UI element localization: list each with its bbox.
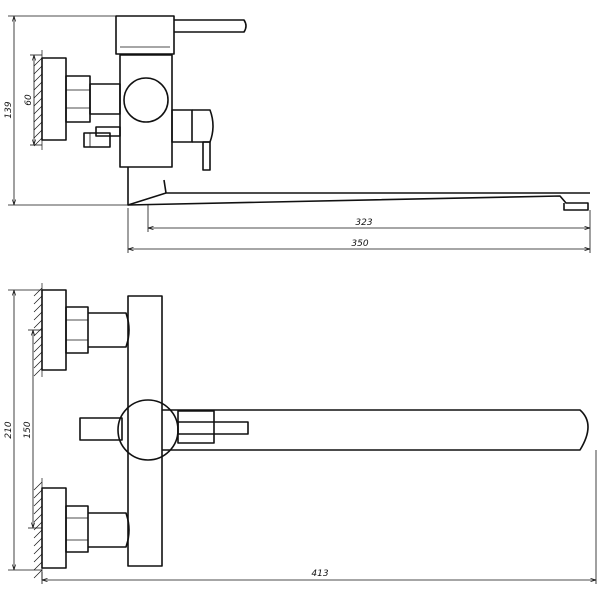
side-view: 139 60 323 350 (4, 15, 591, 253)
top-lower-connector (41, 487, 130, 569)
top-upper-connector (41, 289, 130, 371)
top-diverter-stub (79, 417, 123, 441)
dim-side-total-height-label: 139 (4, 101, 14, 118)
dim-top-total-height: 210 (4, 289, 42, 571)
dim-side-outlet-height: 60 (24, 54, 42, 146)
dim-side-spout-reach-label: 323 (355, 218, 372, 228)
dim-top-total-length: 413 (41, 450, 597, 584)
dim-top-total-length-label: 413 (311, 569, 328, 579)
top-view: 210 150 413 (4, 283, 597, 584)
dim-top-center-distance: 150 (23, 329, 42, 529)
side-lever-handle (174, 19, 247, 33)
side-body-round (123, 77, 169, 123)
top-wall-lower (33, 478, 43, 580)
side-cartridge-cap (115, 15, 175, 55)
dim-side-spout-length-label: 350 (351, 239, 368, 249)
side-spout (127, 167, 590, 211)
dim-side-spout-reach: 323 (147, 205, 591, 232)
side-shower-diverter (171, 109, 214, 171)
top-mixer-body (127, 295, 163, 567)
top-lever-handle (177, 410, 249, 444)
top-round-cap (117, 399, 179, 461)
side-diverter-knob (83, 126, 121, 148)
dim-top-center-distance-label: 150 (23, 421, 33, 438)
side-eccentric-connector (65, 75, 121, 123)
top-spout (162, 409, 589, 451)
dim-side-spout-length: 350 (127, 208, 591, 253)
side-wall (33, 50, 43, 150)
dim-side-total-height: 139 (4, 15, 128, 206)
side-wall-flange (41, 57, 67, 141)
dim-top-total-height-label: 210 (4, 421, 14, 438)
dim-side-outlet-height-label: 60 (24, 94, 34, 106)
